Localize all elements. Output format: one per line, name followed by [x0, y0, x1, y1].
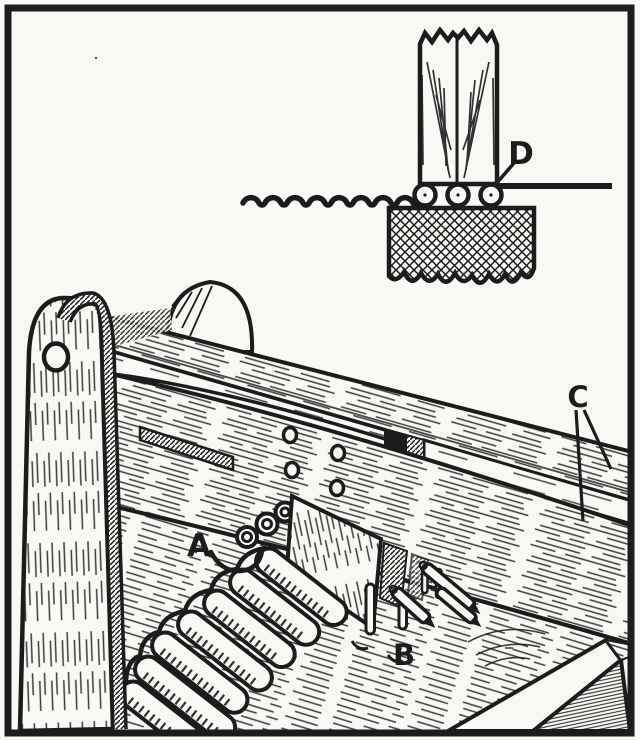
sheet-ridge [176, 609, 274, 693]
forming-rods [350, 560, 482, 664]
frame-border [4, 4, 635, 737]
paper-speck [94, 56, 98, 60]
sheet-ridge [228, 567, 322, 647]
callout-c: C [567, 380, 588, 414]
corner-post-band-outer [56, 291, 128, 730]
roller-axle-dot [456, 193, 460, 197]
table-right-wedge [603, 638, 628, 662]
detail-rollers [412, 182, 504, 208]
callout-d: D [508, 136, 534, 172]
detail-inset [240, 26, 612, 285]
sheet-ridge [254, 546, 349, 628]
forming-rod [435, 586, 482, 628]
detail-corrugated-strip [240, 194, 422, 208]
leader-d [493, 161, 516, 187]
main-view [17, 279, 628, 730]
sheet-ridge [202, 588, 297, 670]
leader-c-upper [582, 409, 613, 470]
tabletop-swirl [467, 628, 546, 667]
pin-hole [283, 460, 301, 480]
top-rail-inner-line [89, 337, 628, 493]
callout-a: A [187, 528, 211, 564]
sheet-ridge [150, 630, 250, 715]
roller-axle-dot [489, 193, 493, 197]
detail-bed-block [386, 205, 537, 285]
corner-post-hole [41, 341, 71, 373]
roller-axle-dot [423, 193, 427, 197]
corner-post [17, 291, 128, 730]
crimp-ring-center [241, 531, 253, 543]
rod-hook-mark [350, 640, 404, 664]
forming-rod [388, 584, 436, 628]
table-corner-face [531, 656, 628, 730]
leader-c-lower [574, 409, 585, 522]
hook-wire [208, 548, 265, 574]
detail-post-grain [421, 61, 495, 179]
top-rail-shadow [100, 308, 172, 348]
pin-hole [281, 425, 299, 445]
brace-dome-hatch [171, 285, 213, 337]
pin-hole [328, 478, 346, 498]
front-rail-holes [281, 425, 347, 498]
corner-post-band-inner [68, 302, 115, 730]
callout-b: B [393, 638, 415, 672]
corner-post-edge-band [57, 292, 127, 730]
crimp-ring [254, 511, 280, 537]
drawing-area [17, 26, 628, 730]
crimp-ring-center [261, 518, 273, 530]
pin-hole [329, 443, 347, 463]
sheet-entry-slot [138, 425, 235, 472]
guide-pin [364, 582, 376, 636]
sheet-ridge [133, 654, 238, 730]
crimp-ring [235, 525, 259, 549]
